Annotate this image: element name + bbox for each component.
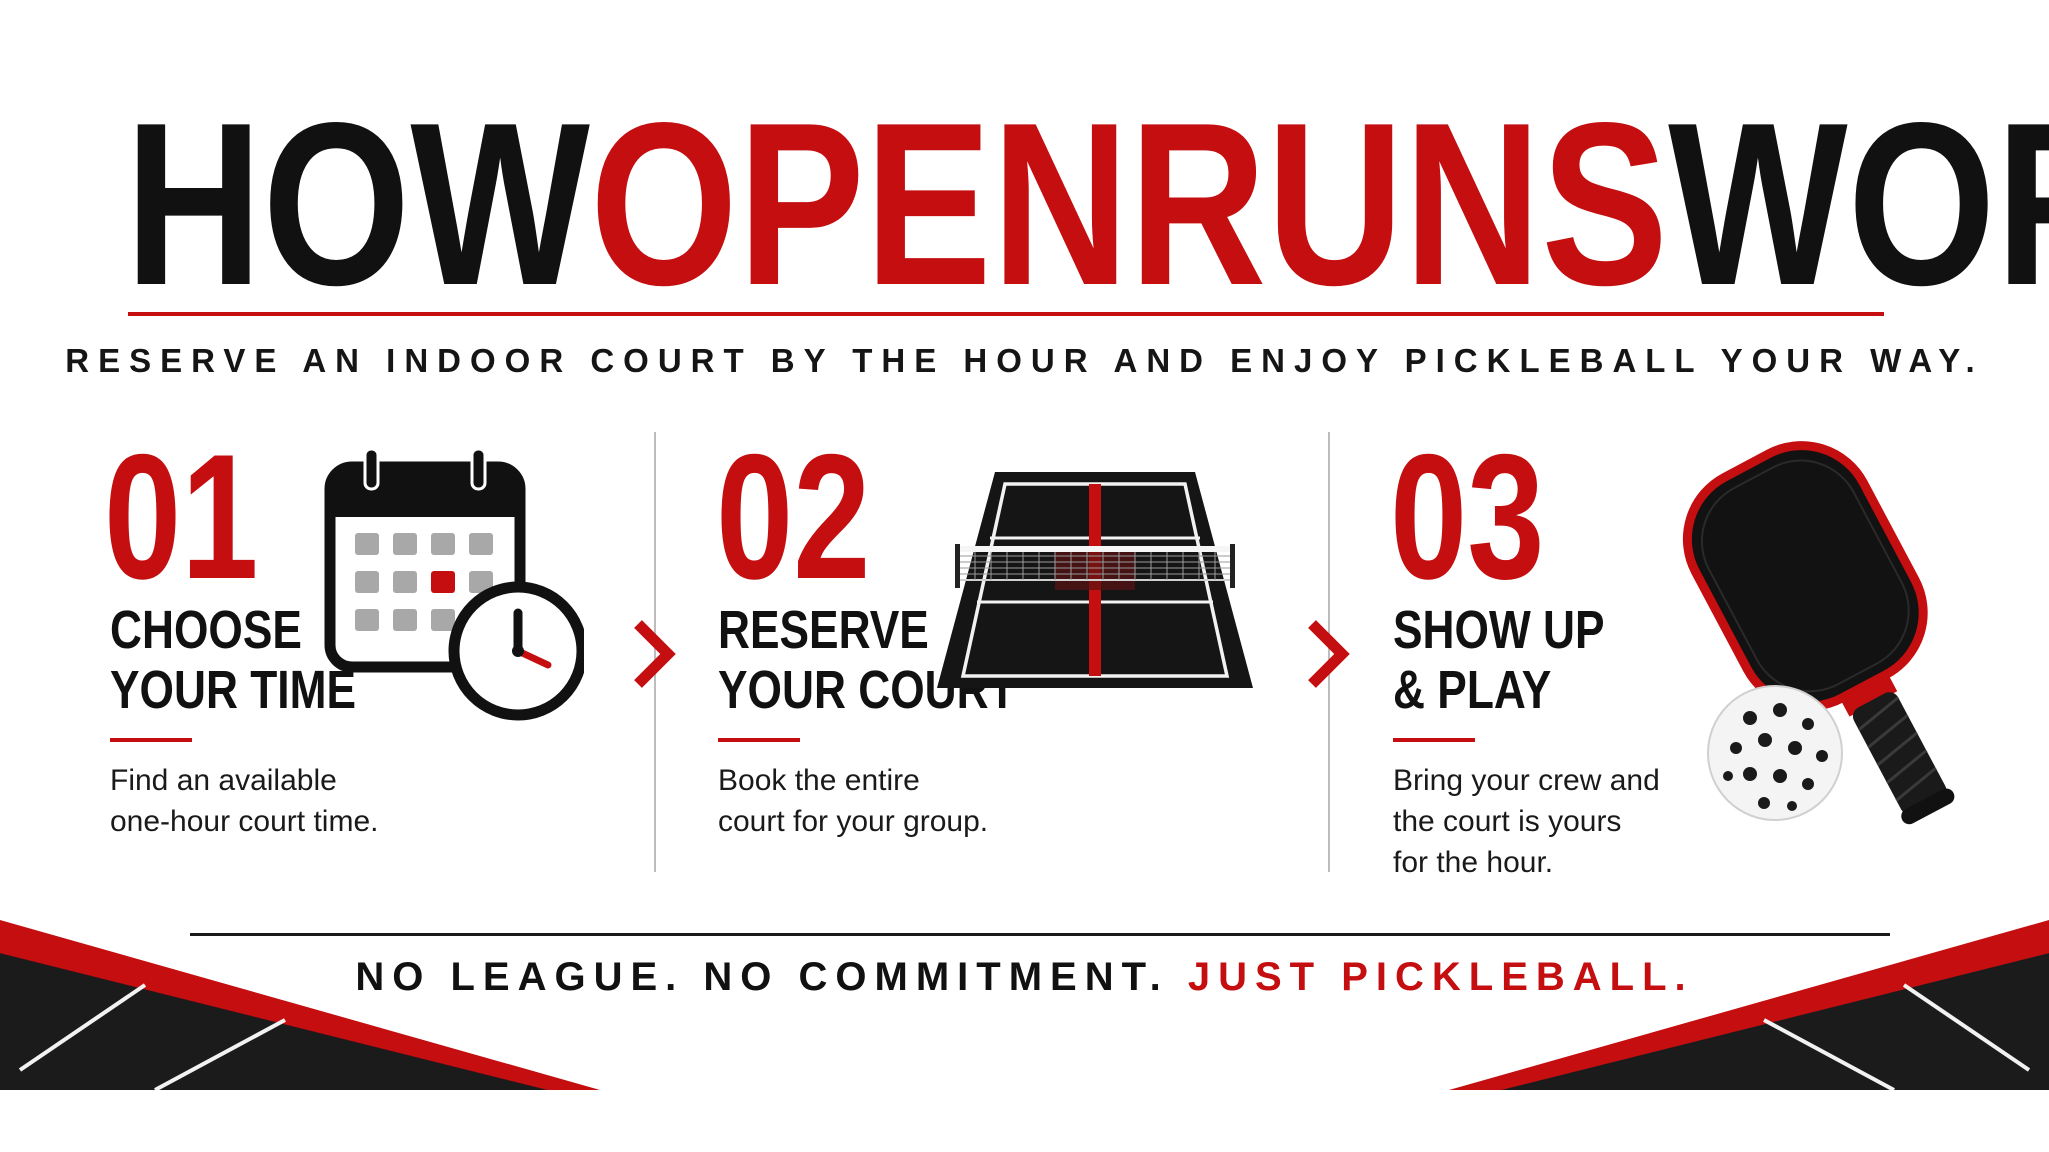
step-2-desc-line-2: court for your group. xyxy=(718,805,989,838)
step-3-desc-line-2: the court is yours xyxy=(1393,805,1622,838)
step-1-desc-line-1: Find an available xyxy=(110,764,337,797)
step-2-accent-rule xyxy=(718,738,800,742)
step-1-title: CHOOSE YOUR TIME xyxy=(110,600,356,720)
court-corner-right-decoration xyxy=(1449,920,2049,1090)
page-title: HOW OPEN RUNS WORK xyxy=(125,89,2049,321)
footer-divider xyxy=(190,933,1890,936)
title-word-work: WORK xyxy=(1668,75,2049,334)
tagline-black: NO LEAGUE. NO COMMITMENT. xyxy=(355,955,1169,999)
chevron-right-icon xyxy=(634,620,676,688)
title-word-runs: RUNS xyxy=(1129,75,1669,334)
step-3-desc-line-3: for the hour. xyxy=(1393,846,1554,879)
step-1-title-line-1: CHOOSE xyxy=(110,600,302,660)
step-3-title-line-2: & PLAY xyxy=(1393,660,1552,720)
step-3-title: SHOW UP & PLAY xyxy=(1393,600,1605,720)
step-1-description: Find an available one-hour court time. xyxy=(110,760,378,842)
step-1-accent-rule xyxy=(110,738,192,742)
step-3-title-line-1: SHOW UP xyxy=(1393,600,1605,660)
step-1-title-line-2: YOUR TIME xyxy=(110,660,357,720)
step-3-desc-line-1: Bring your crew and xyxy=(1393,764,1660,797)
step-3-number: 03 xyxy=(1390,417,1545,616)
calendar-clock-icon xyxy=(324,447,584,721)
tagline: NO LEAGUE. NO COMMITMENT. JUST PICKLEBAL… xyxy=(0,955,2049,1000)
step-2-desc-line-1: Book the entire xyxy=(718,764,920,797)
step-2-number: 02 xyxy=(716,417,871,616)
step-3-accent-rule xyxy=(1393,738,1475,742)
title-underline xyxy=(128,312,1884,316)
step-1-number: 01 xyxy=(104,417,259,616)
tagline-red: JUST PICKLEBALL. xyxy=(1187,955,1694,999)
subtitle: RESERVE AN INDOOR COURT BY THE HOUR AND … xyxy=(65,342,1984,379)
step-2-description: Book the entire court for your group. xyxy=(718,760,988,842)
step-1-desc-line-2: one-hour court time. xyxy=(110,805,379,838)
title-word-open: OPEN xyxy=(589,75,1130,334)
step-divider-2 xyxy=(1328,432,1330,872)
step-divider-1 xyxy=(654,432,656,872)
step-2-title-line-1: RESERVE xyxy=(718,600,929,660)
title-word-how: HOW xyxy=(125,75,590,334)
pickleball-court-icon xyxy=(937,472,1253,688)
chevron-right-icon xyxy=(1308,620,1350,688)
step-3-description: Bring your crew and the court is yours f… xyxy=(1393,760,1660,883)
court-corner-left-decoration xyxy=(0,920,600,1090)
paddle-and-ball-icon xyxy=(1682,441,1955,825)
